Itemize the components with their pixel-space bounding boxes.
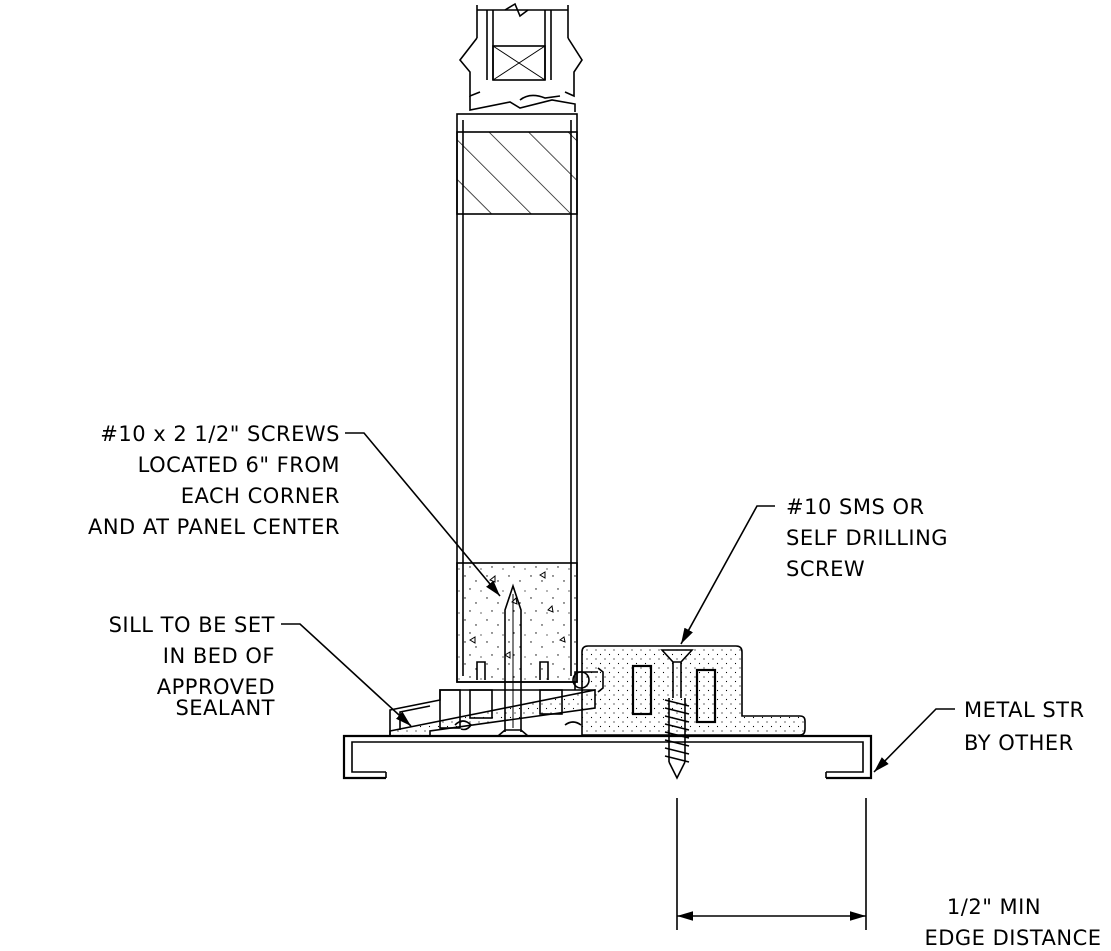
sill-note-line-4: SEALANT xyxy=(175,696,275,720)
svg-text:AND AT PANEL CENTER: AND AT PANEL CENTER xyxy=(88,515,340,539)
upper-glazing-channel xyxy=(458,2,583,112)
svg-text:EDGE DISTANCE: EDGE DISTANCE xyxy=(924,926,1101,950)
svg-text:SCREW: SCREW xyxy=(786,557,865,581)
svg-text:#10 SMS OR: #10 SMS OR xyxy=(786,495,925,519)
screws-note-line-1: #10 x 2 1/2" SCREWS xyxy=(100,422,340,446)
sill-note-line-2: IN BED OF xyxy=(163,644,275,668)
screws-note-line-2: LOCATED 6" FROM xyxy=(138,453,340,477)
svg-text:SEALANT: SEALANT xyxy=(175,696,275,720)
svg-text:LOCATED 6" FROM: LOCATED 6" FROM xyxy=(138,453,340,477)
edge-distance-dimension: 1/2" MIN EDGE DISTANCE xyxy=(676,798,1101,950)
svg-text:EACH CORNER: EACH CORNER xyxy=(181,484,340,508)
screws-note-line-4: AND AT PANEL CENTER xyxy=(88,515,340,539)
svg-text:METAL STR: METAL STR xyxy=(964,698,1085,722)
sms-note-line-2: SELF DRILLING xyxy=(786,526,948,550)
strut-note-line-2: BY OTHER xyxy=(964,731,1074,755)
screws-callout: #10 x 2 1/2" SCREWS LOCATED 6" FROM EACH… xyxy=(88,422,501,597)
concrete-core xyxy=(456,562,578,683)
sms-note-line-1: #10 SMS OR xyxy=(786,495,925,519)
screws-note-line-3: EACH CORNER xyxy=(181,484,340,508)
svg-text:1/2" MIN: 1/2" MIN xyxy=(947,895,1041,919)
sms-note-line-3: SCREW xyxy=(786,557,865,581)
svg-text:BY OTHER: BY OTHER xyxy=(964,731,1074,755)
svg-text:#10 x 2 1/2" SCREWS: #10 x 2 1/2" SCREWS xyxy=(100,422,340,446)
edge-note-line-1: 1/2" MIN xyxy=(947,895,1041,919)
svg-text:SELF DRILLING: SELF DRILLING xyxy=(786,526,948,550)
wood-blocking-hatched xyxy=(456,131,578,215)
sms-callout: #10 SMS OR SELF DRILLING SCREW xyxy=(680,495,948,645)
sill-note-line-3: APPROVED xyxy=(157,675,275,699)
svg-text:IN BED OF: IN BED OF xyxy=(163,644,275,668)
sill-note-line-1: SILL TO BE SET xyxy=(109,613,275,637)
door-panel-frame xyxy=(456,113,578,683)
sill-callout: SILL TO BE SET IN BED OF APPROVED SEALAN… xyxy=(109,613,412,727)
sill-screw xyxy=(497,583,529,737)
strut-note-line-1: METAL STR xyxy=(964,698,1085,722)
metal-strut xyxy=(342,734,873,780)
strut-callout: METAL STR BY OTHER xyxy=(873,698,1085,773)
svg-text:APPROVED: APPROVED xyxy=(157,675,275,699)
svg-text:SILL TO BE SET: SILL TO BE SET xyxy=(109,613,275,637)
edge-note-line-2: EDGE DISTANCE xyxy=(924,926,1101,950)
subsill-receptor xyxy=(581,645,806,736)
